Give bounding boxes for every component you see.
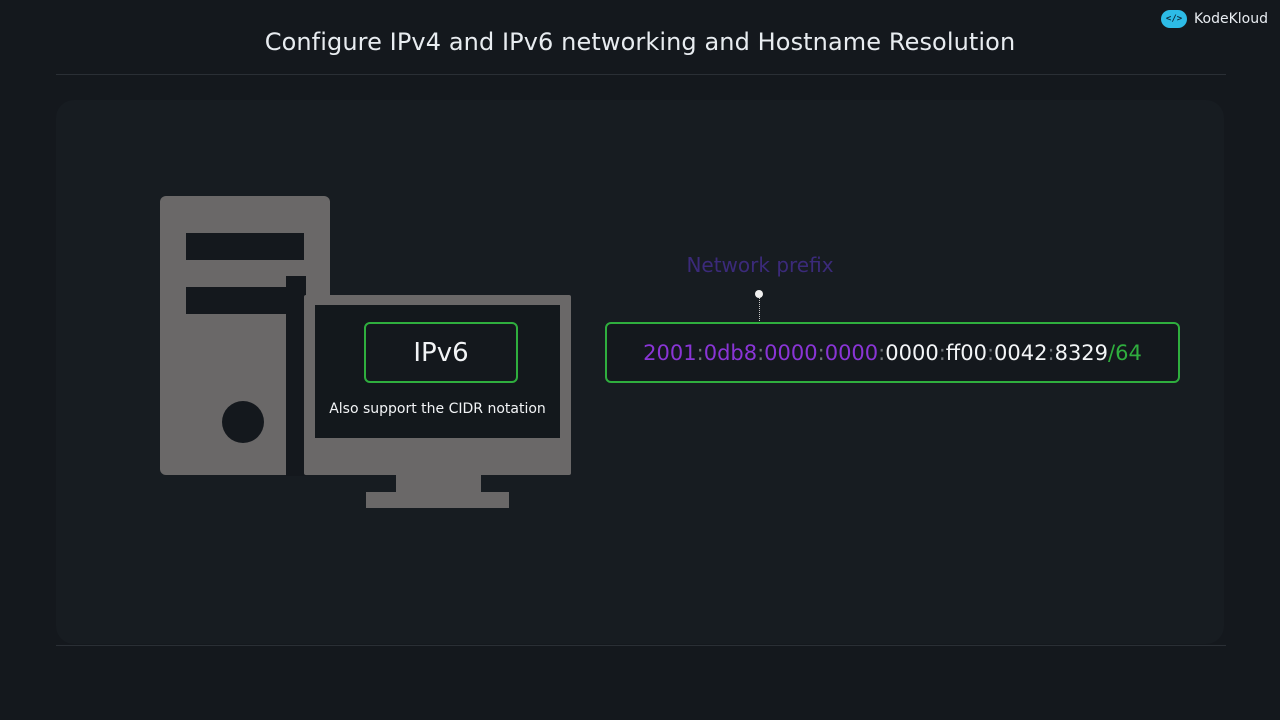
header-divider: [56, 74, 1226, 75]
spacer: [286, 276, 306, 476]
address-segment: ff00: [945, 340, 987, 365]
cidr-caption: Also support the CIDR notation: [329, 401, 546, 417]
address-separator: :: [878, 340, 886, 365]
pointer-line: [759, 298, 760, 333]
address-segment: 0db8: [703, 340, 758, 365]
address-segment: 0000: [764, 340, 818, 365]
ipv6-address-box: 2001:0db8:0000:0000:0000:ff00:0042:8329/…: [605, 322, 1180, 383]
address-separator: :: [986, 340, 995, 365]
slide-title: Configure IPv4 and IPv6 networking and H…: [264, 28, 1016, 56]
monitor-stand-base: [366, 492, 509, 508]
drive-bay: [186, 287, 304, 314]
address-segment: 8329: [1054, 340, 1109, 365]
address-segment: 2001: [643, 340, 697, 365]
power-button-icon: [222, 401, 264, 443]
address-separator: :: [1047, 340, 1055, 365]
kodekloud-logo: </> KodeKloud: [1161, 10, 1268, 28]
address-separator: :: [696, 340, 704, 365]
address-segment: 0042: [994, 340, 1048, 365]
footer-divider: [56, 645, 1226, 646]
address-segment: 0000: [824, 340, 879, 365]
pointer-dot: [755, 290, 763, 298]
address-segment: 0000: [885, 340, 939, 365]
address-separator: :: [757, 340, 765, 365]
monitor-stand-neck: [396, 475, 481, 493]
network-prefix-label: Network prefix: [686, 253, 834, 277]
address-separator: :: [817, 340, 825, 365]
logo-text: KodeKloud: [1194, 11, 1268, 27]
prefix-length: /64: [1108, 340, 1142, 365]
address-separator: :: [938, 340, 946, 365]
cloud-code-icon: </>: [1161, 10, 1188, 28]
drive-bay: [186, 233, 304, 260]
ipv6-badge: IPv6: [364, 322, 518, 383]
